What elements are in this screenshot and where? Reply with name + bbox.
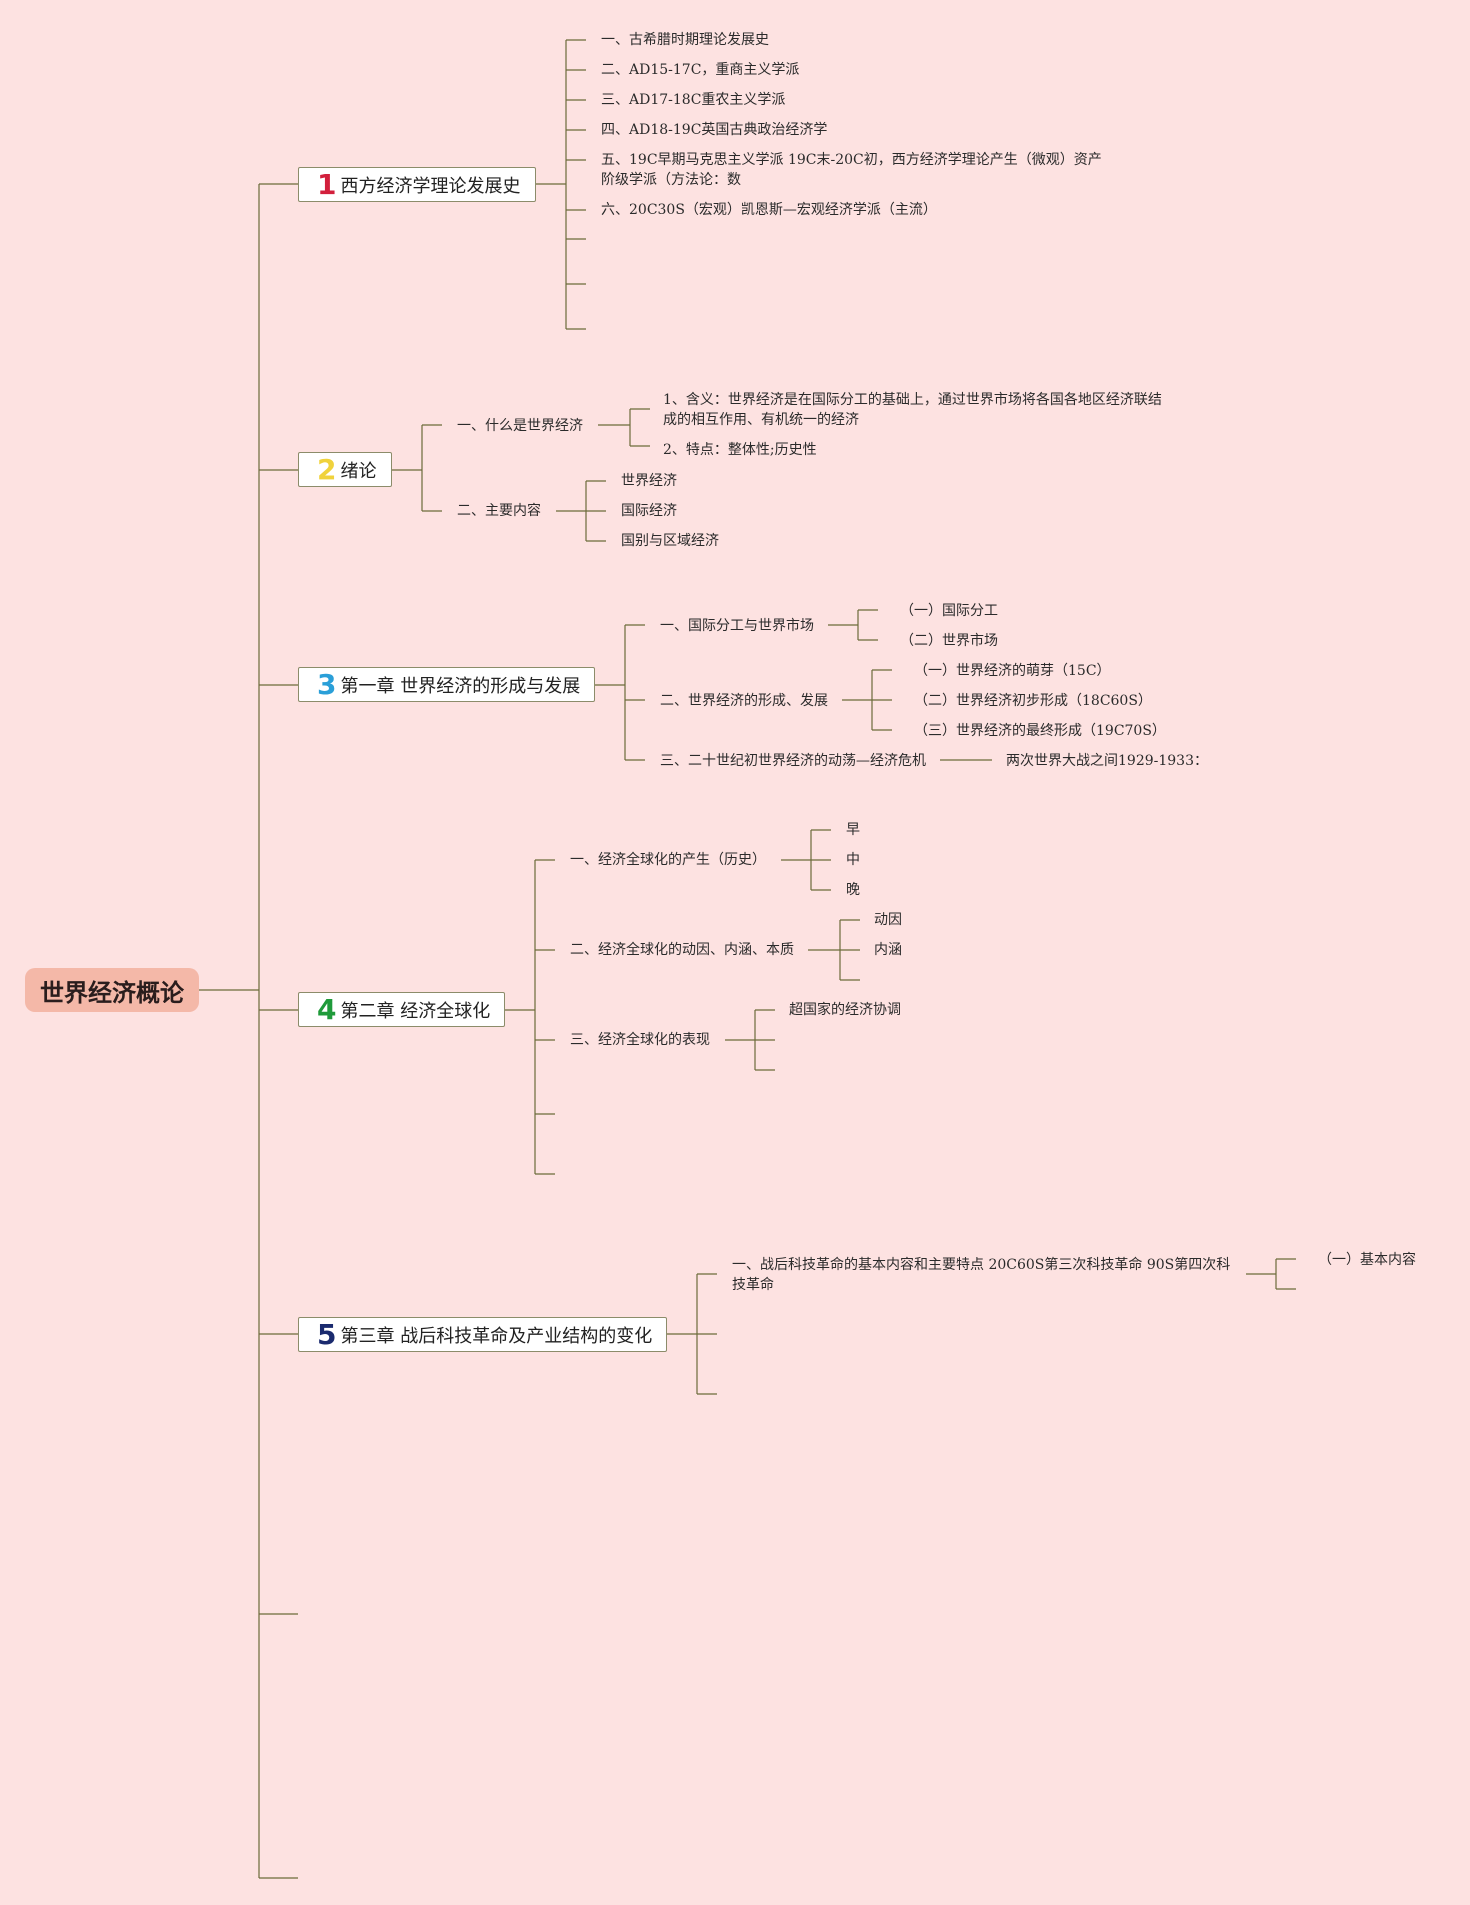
chapter-4-label: 第二章 经济全球化 — [340, 1000, 491, 1022]
ch4-sub-3[interactable]: 三、经济全球化的表现 — [570, 1032, 710, 1048]
ch2-sub-1-item-2[interactable]: 2、特点：整体性;历史性 — [663, 442, 817, 458]
ch4-sub-1-item-3[interactable]: 晚 — [846, 882, 860, 898]
ch4-sub-2-item-1[interactable]: 动因 — [874, 912, 902, 928]
chapter-1-topic[interactable]: 1 西方经济学理论发展史 — [298, 167, 536, 202]
chapter-5-topic[interactable]: 5 第三章 战后科技革命及产业结构的变化 — [298, 1317, 667, 1352]
chapter-3-topic[interactable]: 3 第一章 世界经济的形成与发展 — [298, 667, 595, 702]
ch3-sub-2[interactable]: 二、世界经济的形成、发展 — [660, 693, 828, 709]
ch4-sub-2[interactable]: 二、经济全球化的动因、内涵、本质 — [570, 942, 794, 958]
chapter-2-number: 2 — [317, 452, 337, 486]
chapter-5-label: 第三章 战后科技革命及产业结构的变化 — [340, 1325, 653, 1347]
ch3-sub-1-item-2[interactable]: （二）世界市场 — [900, 633, 998, 649]
ch2-sub-1-item-1[interactable]: 1、含义：世界经济是在国际分工的基础上，通过世界市场将各国各地区经济联结成的相互… — [663, 392, 1162, 428]
root-topic[interactable]: 世界经济概论 — [25, 968, 199, 1012]
chapter-3-label: 第一章 世界经济的形成与发展 — [340, 675, 581, 697]
ch4-sub-1-item-2[interactable]: 中 — [846, 852, 860, 868]
ch4-sub-3-item-1[interactable]: 超国家的经济协调 — [789, 1002, 901, 1018]
ch2-sub-2[interactable]: 二、主要内容 — [457, 503, 541, 519]
ch4-sub-1[interactable]: 一、经济全球化的产生（历史） — [570, 852, 766, 868]
ch3-sub-3[interactable]: 三、二十世纪初世界经济的动荡—经济危机 — [660, 753, 926, 769]
ch3-sub-2-item-2[interactable]: （二）世界经济初步形成（18C60S） — [914, 693, 1152, 709]
ch2-sub-2-item-3[interactable]: 国别与区域经济 — [621, 533, 719, 549]
ch2-sub-2-item-1[interactable]: 世界经济 — [621, 473, 677, 489]
ch1-item-3[interactable]: 三、AD17-18C重农主义学派 — [601, 92, 786, 108]
ch1-item-2[interactable]: 二、AD15-17C，重商主义学派 — [601, 62, 800, 78]
ch3-sub-2-item-1[interactable]: （一）世界经济的萌芽（15C） — [914, 663, 1111, 679]
ch4-sub-1-item-1[interactable]: 早 — [846, 822, 860, 838]
ch2-sub-2-item-2[interactable]: 国际经济 — [621, 503, 677, 519]
chapter-4-number: 4 — [317, 992, 337, 1026]
chapter-3-number: 3 — [317, 667, 337, 701]
ch1-item-1[interactable]: 一、古希腊时期理论发展史 — [601, 32, 769, 48]
ch1-item-5[interactable]: 五、19C早期马克思主义学派 19C末-20C初，西方经济学理论产生（微观）资产… — [601, 152, 1102, 188]
ch3-sub-1[interactable]: 一、国际分工与世界市场 — [660, 618, 814, 634]
ch3-sub-3-item-1[interactable]: 两次世界大战之间1929-1933： — [1006, 753, 1208, 769]
ch2-sub-1[interactable]: 一、什么是世界经济 — [457, 418, 583, 434]
ch5-sub-1-item-1[interactable]: （一）基本内容 — [1318, 1252, 1416, 1268]
ch3-sub-2-item-3[interactable]: （三）世界经济的最终形成（19C70S） — [914, 723, 1166, 739]
ch3-sub-1-item-1[interactable]: （一）国际分工 — [900, 603, 998, 619]
chapter-2-topic[interactable]: 2 绪论 — [298, 452, 392, 487]
ch1-item-6[interactable]: 六、20C30S（宏观）凯恩斯—宏观经济学派（主流） — [601, 202, 937, 218]
chapter-1-label: 西方经济学理论发展史 — [340, 175, 521, 197]
ch4-sub-2-item-2[interactable]: 内涵 — [874, 942, 902, 958]
chapter-1-number: 1 — [317, 167, 337, 201]
ch1-item-4[interactable]: 四、AD18-19C英国古典政治经济学 — [601, 122, 828, 138]
chapter-4-topic[interactable]: 4 第二章 经济全球化 — [298, 992, 505, 1027]
chapter-2-label: 绪论 — [340, 460, 377, 482]
chapter-5-number: 5 — [317, 1317, 337, 1351]
ch5-sub-1[interactable]: 一、战后科技革命的基本内容和主要特点 20C60S第三次科技革命 90S第四次科… — [732, 1257, 1231, 1293]
